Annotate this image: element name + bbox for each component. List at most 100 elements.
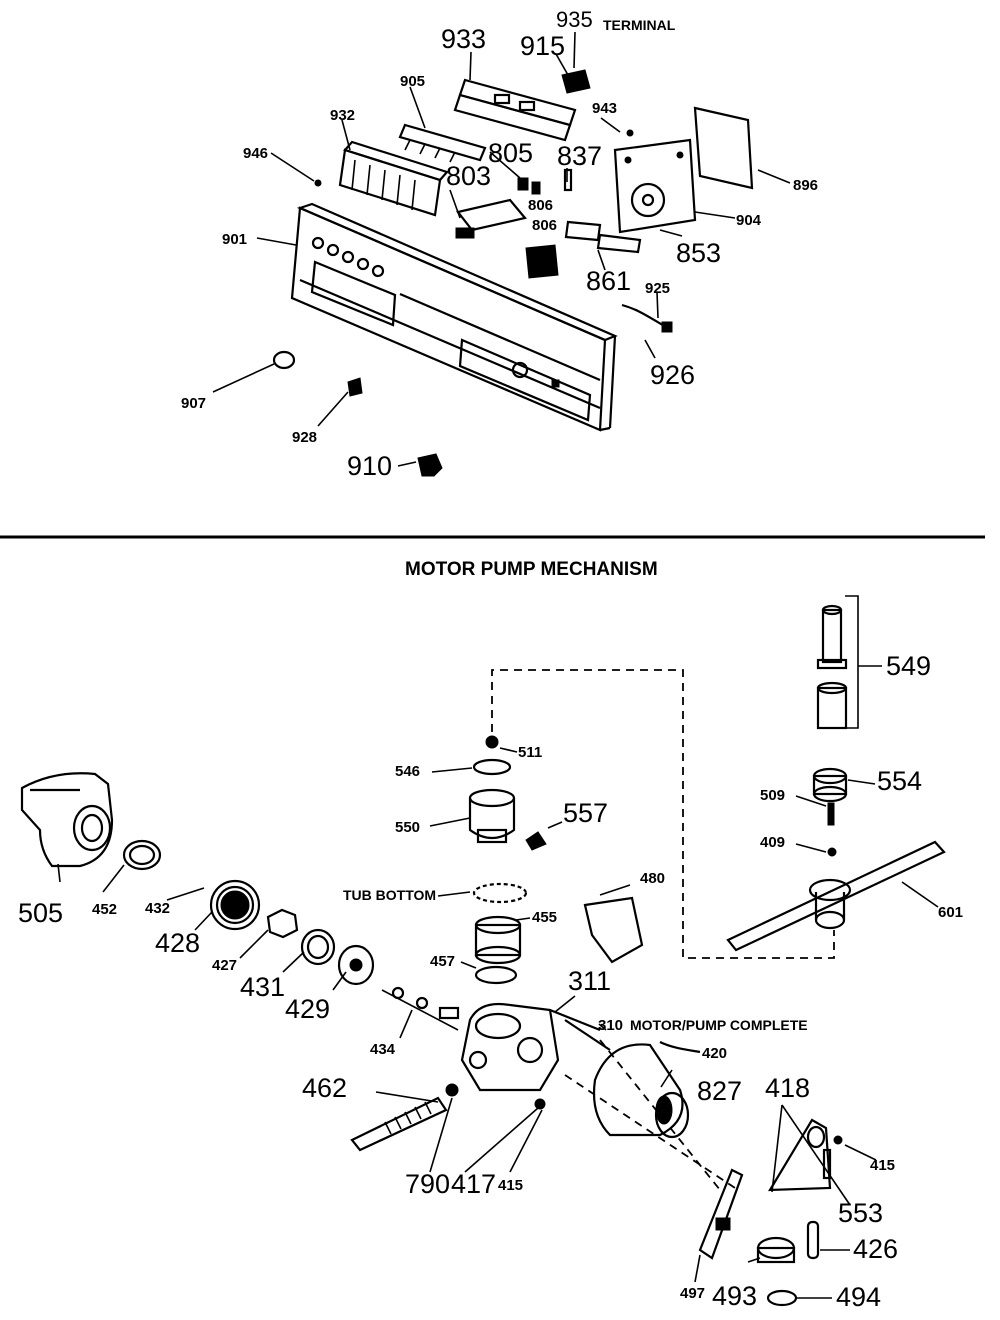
- selector-switch: [525, 244, 559, 279]
- tub-bottom-note: TUB BOTTOM: [343, 887, 436, 903]
- part-label-549: 549: [886, 651, 931, 681]
- foot-pad: [766, 1289, 798, 1307]
- door-switch: [564, 220, 642, 254]
- part-label-933: 933: [441, 24, 486, 54]
- part-label-943: 943: [592, 100, 617, 117]
- motor-support-bracket: [698, 1168, 744, 1260]
- tub-bottom-seal: [472, 882, 528, 904]
- part-label-417: 417: [451, 1169, 496, 1199]
- part-label-932: 932: [330, 107, 355, 124]
- part-label-409: 409: [760, 834, 785, 851]
- part-label-896: 896: [793, 177, 818, 194]
- part-label-426: 426: [853, 1234, 898, 1264]
- part-label-905: 905: [400, 73, 425, 90]
- part-label-915: 915: [520, 31, 565, 61]
- part-label-861: 861: [586, 266, 631, 296]
- upper-seal-nut: [485, 735, 499, 749]
- part-label-806b: 806: [532, 217, 557, 234]
- part-label-311: 311: [568, 966, 611, 996]
- motor-mount-nut: [534, 1098, 546, 1110]
- impeller-cover: [337, 944, 375, 986]
- control-panel-section: 935 TERMINAL 933 915 905 932 943 946 805…: [181, 7, 818, 481]
- part-label-455: 455: [532, 909, 557, 926]
- switch-bracket: [456, 198, 527, 232]
- part-label-434: 434: [370, 1041, 396, 1058]
- part-label-904: 904: [736, 212, 762, 229]
- seal-ring: [300, 928, 336, 966]
- mount-pin: [806, 1220, 820, 1260]
- part-label-493: 493: [712, 1281, 757, 1311]
- hose-fitting: [445, 1083, 459, 1097]
- part-label-925: 925: [645, 280, 670, 297]
- drain-hose: [350, 1096, 448, 1152]
- sleeve-clamp: [474, 965, 518, 985]
- part-label-505: 505: [18, 898, 63, 928]
- part-label-497: 497: [680, 1285, 705, 1302]
- part-label-310: 310: [598, 1017, 623, 1034]
- part-label-926: 926: [650, 360, 695, 390]
- knob-insert: [347, 377, 363, 397]
- control-knob: [272, 350, 296, 370]
- pump-body: [460, 1002, 601, 1092]
- part-label-907: 907: [181, 395, 206, 412]
- part-label-415b: 415: [498, 1177, 523, 1194]
- motor: [564, 1019, 690, 1139]
- motor-lead-wire: [659, 1041, 701, 1054]
- check-valve: [525, 831, 547, 851]
- spray-arm-bolt: [827, 802, 835, 826]
- pump-housing-upper: [468, 788, 516, 844]
- pump-outlet-housing: [20, 772, 114, 868]
- part-label-429: 429: [285, 994, 330, 1024]
- part-label-928: 928: [292, 429, 317, 446]
- part-label-427: 427: [212, 957, 237, 974]
- part-label-935: 935: [556, 7, 593, 32]
- hex-nut: [266, 908, 299, 939]
- part-label-494: 494: [836, 1282, 881, 1312]
- part-label-803: 803: [446, 161, 491, 191]
- part-label-509: 509: [760, 787, 785, 804]
- lower-spray-arm: [726, 840, 946, 952]
- terminal-note: TERMINAL: [603, 17, 676, 33]
- part-label-837: 837: [557, 141, 602, 171]
- terminal-block: [561, 69, 591, 94]
- part-label-415: 415: [870, 1157, 895, 1174]
- part-label-805: 805: [488, 138, 533, 168]
- part-label-946: 946: [243, 145, 268, 162]
- part-label-806a: 806: [528, 197, 553, 214]
- impeller-gasket: [472, 758, 512, 776]
- pump-inlet-sleeve: [474, 915, 522, 965]
- hose-clamp: [122, 839, 162, 871]
- part-label-827: 827: [697, 1076, 742, 1106]
- part-label-790: 790: [405, 1169, 450, 1199]
- part-label-511: 511: [518, 744, 542, 761]
- part-label-553: 553: [838, 1198, 883, 1228]
- motor-pump-title: MOTOR PUMP MECHANISM: [405, 559, 658, 580]
- part-label-457: 457: [430, 953, 455, 970]
- switch-actuator: [455, 227, 475, 239]
- part-label-428: 428: [155, 928, 200, 958]
- switch-block: [338, 140, 449, 217]
- motor-pump-complete-note: MOTOR/PUMP COMPLETE: [630, 1017, 808, 1033]
- push-button: [417, 453, 443, 477]
- part-label-452: 452: [92, 901, 117, 918]
- part-label-550: 550: [395, 819, 420, 836]
- spray-arm-hub: [812, 767, 876, 803]
- part-label-853: 853: [676, 238, 721, 268]
- timer-assembly: [613, 138, 697, 234]
- part-label-910: 910: [347, 451, 392, 481]
- part-label-432: 432: [145, 900, 170, 917]
- drain-diverter: [583, 896, 644, 964]
- part-label-480: 480: [640, 870, 665, 887]
- wire-harness: [398, 123, 487, 163]
- part-label-418: 418: [765, 1073, 810, 1103]
- part-label-557: 557: [563, 798, 608, 828]
- part-label-601: 601: [938, 904, 963, 921]
- part-label-554: 554: [877, 766, 922, 796]
- grommet: [756, 1236, 796, 1264]
- insulation-sheet: [693, 106, 754, 190]
- part-label-431: 431: [240, 972, 285, 1002]
- part-label-420: 420: [702, 1045, 727, 1062]
- spray-tube: [816, 595, 882, 730]
- spray-arm-washer: [827, 847, 837, 857]
